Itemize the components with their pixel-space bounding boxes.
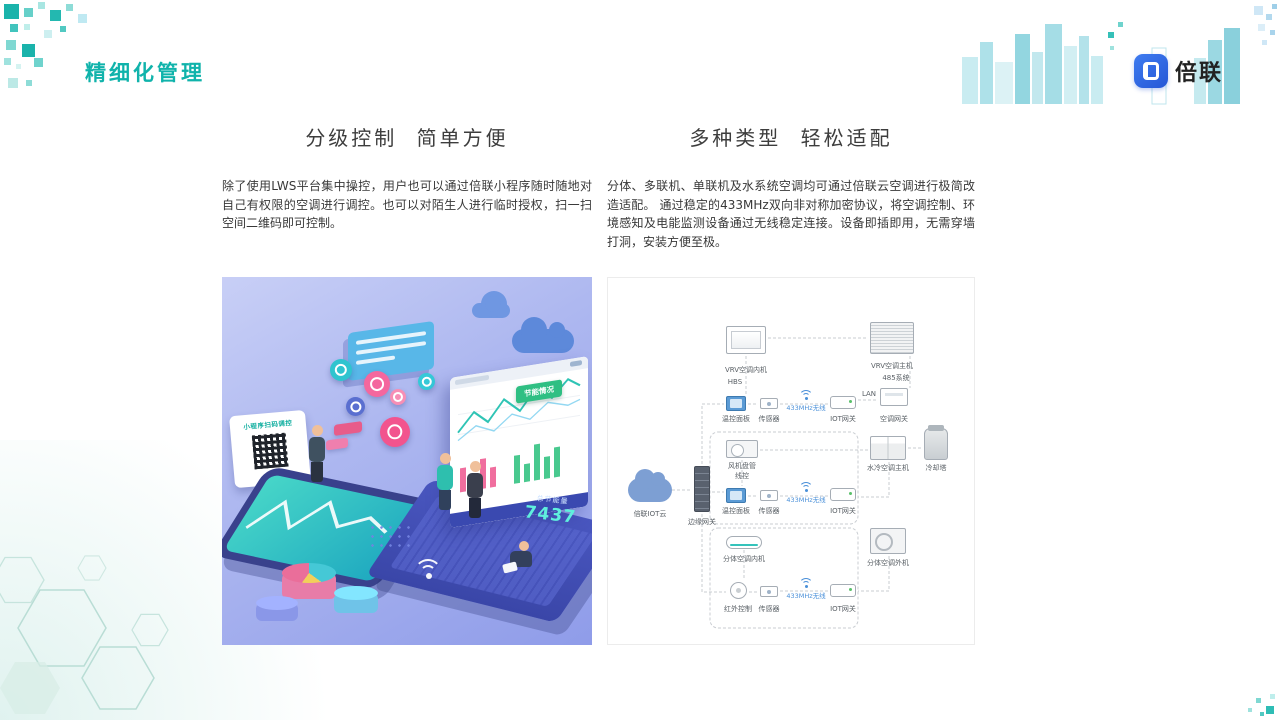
fan-coil-label: 风机盘管 <box>728 462 756 470</box>
iot-cloud-label: 倍联IOT云 <box>633 510 667 518</box>
right-heading: 多种类型 轻松适配 <box>689 126 893 150</box>
brand-logo-icon <box>1134 54 1168 88</box>
iot-gateway-label: IOT网关 <box>830 507 856 515</box>
iot-gateway-icon <box>830 488 856 501</box>
brand-logo: 倍联 <box>1134 54 1223 88</box>
cooling-tower-icon <box>924 425 948 460</box>
chat-badge <box>380 417 410 447</box>
edge-gateway-icon <box>694 466 710 512</box>
hbs-label: HBS <box>727 378 743 386</box>
tag-pill <box>326 437 348 451</box>
split-outdoor-label: 分体空调外机 <box>867 559 909 567</box>
split-indoor-unit-icon <box>726 536 762 549</box>
tablet-screen <box>223 474 421 582</box>
podium-cylinder <box>256 603 298 621</box>
qr-code <box>251 432 289 470</box>
app-badge <box>390 389 406 405</box>
vrv-outdoor-unit-icon <box>870 322 914 354</box>
sensor-label: 传感器 <box>758 605 780 613</box>
edge-gateway-label: 边缘网关 <box>688 518 716 526</box>
right-section: 多种类型 轻松适配 分体、多联机、单联机及水系统空调均可通过倍联云空调进行极简改… <box>607 122 975 251</box>
split-outdoor-unit-icon <box>870 528 906 554</box>
ac-gateway-label: 空调网关 <box>880 415 908 423</box>
app-badge <box>418 373 435 390</box>
diagram-connectors <box>672 337 922 629</box>
split-indoor-label: 分体空调内机 <box>723 555 765 563</box>
lan-label: LAN <box>861 390 877 398</box>
iot-cloud-icon <box>628 469 672 502</box>
control-illustration: 小程序扫码调控 节能情况 总节能量 7437 <box>222 277 592 645</box>
person-figure <box>466 461 484 518</box>
wireless-label: 433MHz无线 <box>786 592 826 600</box>
cloud-shape <box>512 317 574 353</box>
ir-controller-label: 红外控制 <box>724 605 752 613</box>
adaptation-diagram: VRV空调内机 HBS VRV空调主机 485系统 温控面板 传感器 433MH… <box>607 277 975 645</box>
mosaic-decoration-bottomright <box>1248 694 1275 716</box>
qr-sign-title: 小程序扫码调控 <box>243 418 293 432</box>
tablet-shape <box>222 465 433 591</box>
person-figure <box>308 425 326 482</box>
app-badge <box>330 359 352 381</box>
cloud-shape <box>472 291 510 318</box>
mosaic-decoration-topleft <box>4 2 87 88</box>
sensor-label: 传感器 <box>758 507 780 515</box>
wifi-icon <box>798 578 814 589</box>
sensor-label: 传感器 <box>758 415 780 423</box>
wifi-icon <box>798 390 814 401</box>
cooling-tower-label: 冷却塔 <box>925 464 947 472</box>
iot-gateway-label: IOT网关 <box>830 415 856 423</box>
sensor-icon <box>760 490 778 501</box>
485-label: 485系统 <box>882 374 910 382</box>
app-badge <box>364 371 390 397</box>
left-section: 分级控制 简单方便 除了使用LWS平台集中操控，用户也可以通过倍联小程序随时随地… <box>222 122 592 233</box>
water-cooled-host-icon <box>870 436 906 460</box>
water-host-label: 水冷空调主机 <box>867 464 909 472</box>
seated-person-figure <box>502 541 532 574</box>
right-body-text: 分体、多联机、单联机及水系统空调均可通过倍联云空调进行极简改造适配。 通过稳定的… <box>607 179 975 249</box>
wireless-label: 433MHz无线 <box>786 496 826 504</box>
iot-gateway-label: IOT网关 <box>830 605 856 613</box>
person-figure <box>436 453 454 510</box>
hexagon-decoration <box>0 555 169 714</box>
thermostat-panel-icon <box>726 488 746 503</box>
sensor-icon <box>760 398 778 409</box>
ac-gateway-icon <box>880 388 908 406</box>
dots-pattern <box>368 523 412 549</box>
left-body-text: 除了使用LWS平台集中操控，用户也可以通过倍联小程序随时随地对自己有权限的空调进… <box>222 179 592 231</box>
tag-pill <box>334 421 362 436</box>
wifi-icon <box>798 482 814 493</box>
pie-chart-shape <box>282 563 336 583</box>
ir-controller-icon <box>730 582 747 599</box>
page-title: 精细化管理 <box>85 61 205 85</box>
app-badge <box>346 397 365 416</box>
vrv-indoor-unit-icon <box>726 326 766 354</box>
mosaic-decoration-topright <box>1254 4 1277 45</box>
wifi-icon <box>412 559 444 581</box>
fan-coil-icon <box>726 440 758 458</box>
vrv-indoor-label: VRV空调内机 <box>724 366 768 374</box>
thermostat-panel-label: 温控面板 <box>722 507 750 515</box>
wireless-label: 433MHz无线 <box>786 404 826 412</box>
thermostat-panel-icon <box>726 396 746 411</box>
iot-gateway-icon <box>830 584 856 597</box>
vrv-outdoor-label: VRV空调主机 <box>870 362 914 370</box>
iot-gateway-icon <box>830 396 856 409</box>
thermostat-panel-label: 温控面板 <box>722 415 750 423</box>
skyline-decoration <box>962 22 1240 105</box>
podium-cylinder <box>334 593 378 613</box>
sensor-icon <box>760 586 778 597</box>
brand-logo-text: 倍联 <box>1175 61 1224 86</box>
wire-controller-label: 线控 <box>735 472 749 480</box>
left-heading: 分级控制 简单方便 <box>305 126 509 150</box>
app-window-shape <box>348 320 434 382</box>
